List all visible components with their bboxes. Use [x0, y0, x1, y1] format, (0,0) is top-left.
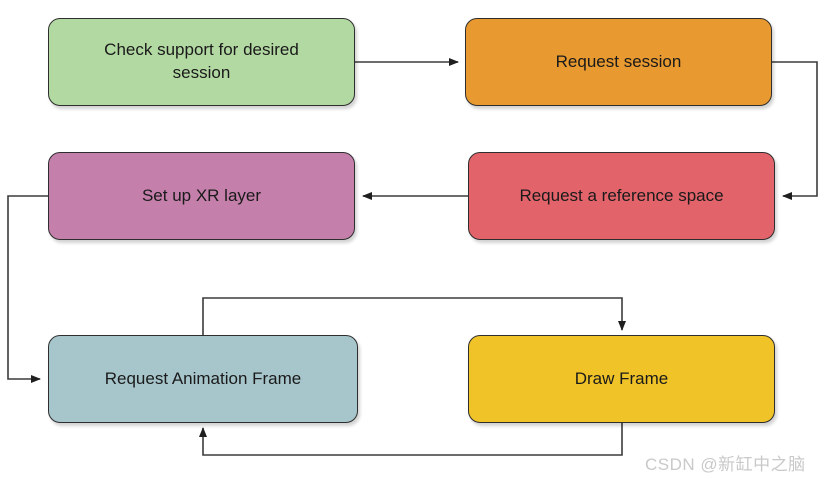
node-label-request-reference-space: Request a reference space — [519, 185, 724, 205]
node-label-request-session: Request session — [555, 51, 682, 71]
node-request-reference-space[interactable]: Request a reference space — [468, 152, 775, 240]
edge-request-session-to-request-reference-space — [772, 61, 818, 200]
node-label-draw-frame: Draw Frame — [574, 368, 669, 388]
edge-draw-frame-to-request-animation-frame — [199, 423, 623, 456]
edge-set-up-xr-layer-to-request-animation-frame — [7, 195, 48, 383]
node-set-up-xr-layer[interactable]: Set up XR layer — [48, 152, 355, 240]
node-label-request-animation-frame: Request Animation Frame — [104, 368, 302, 388]
node-check-support[interactable]: Check support for desired session — [48, 18, 355, 106]
node-draw-frame[interactable]: Draw Frame — [468, 335, 775, 423]
watermark-text: CSDN @新缸中之脑 — [645, 455, 806, 474]
node-request-session[interactable]: Request session — [465, 18, 772, 106]
node-label-check-support: Check support for desired session — [104, 40, 299, 82]
node-label-set-up-xr-layer: Set up XR layer — [141, 185, 262, 205]
node-request-animation-frame[interactable]: Request Animation Frame — [48, 335, 358, 423]
edge-request-animation-frame-to-draw-frame — [202, 297, 626, 335]
